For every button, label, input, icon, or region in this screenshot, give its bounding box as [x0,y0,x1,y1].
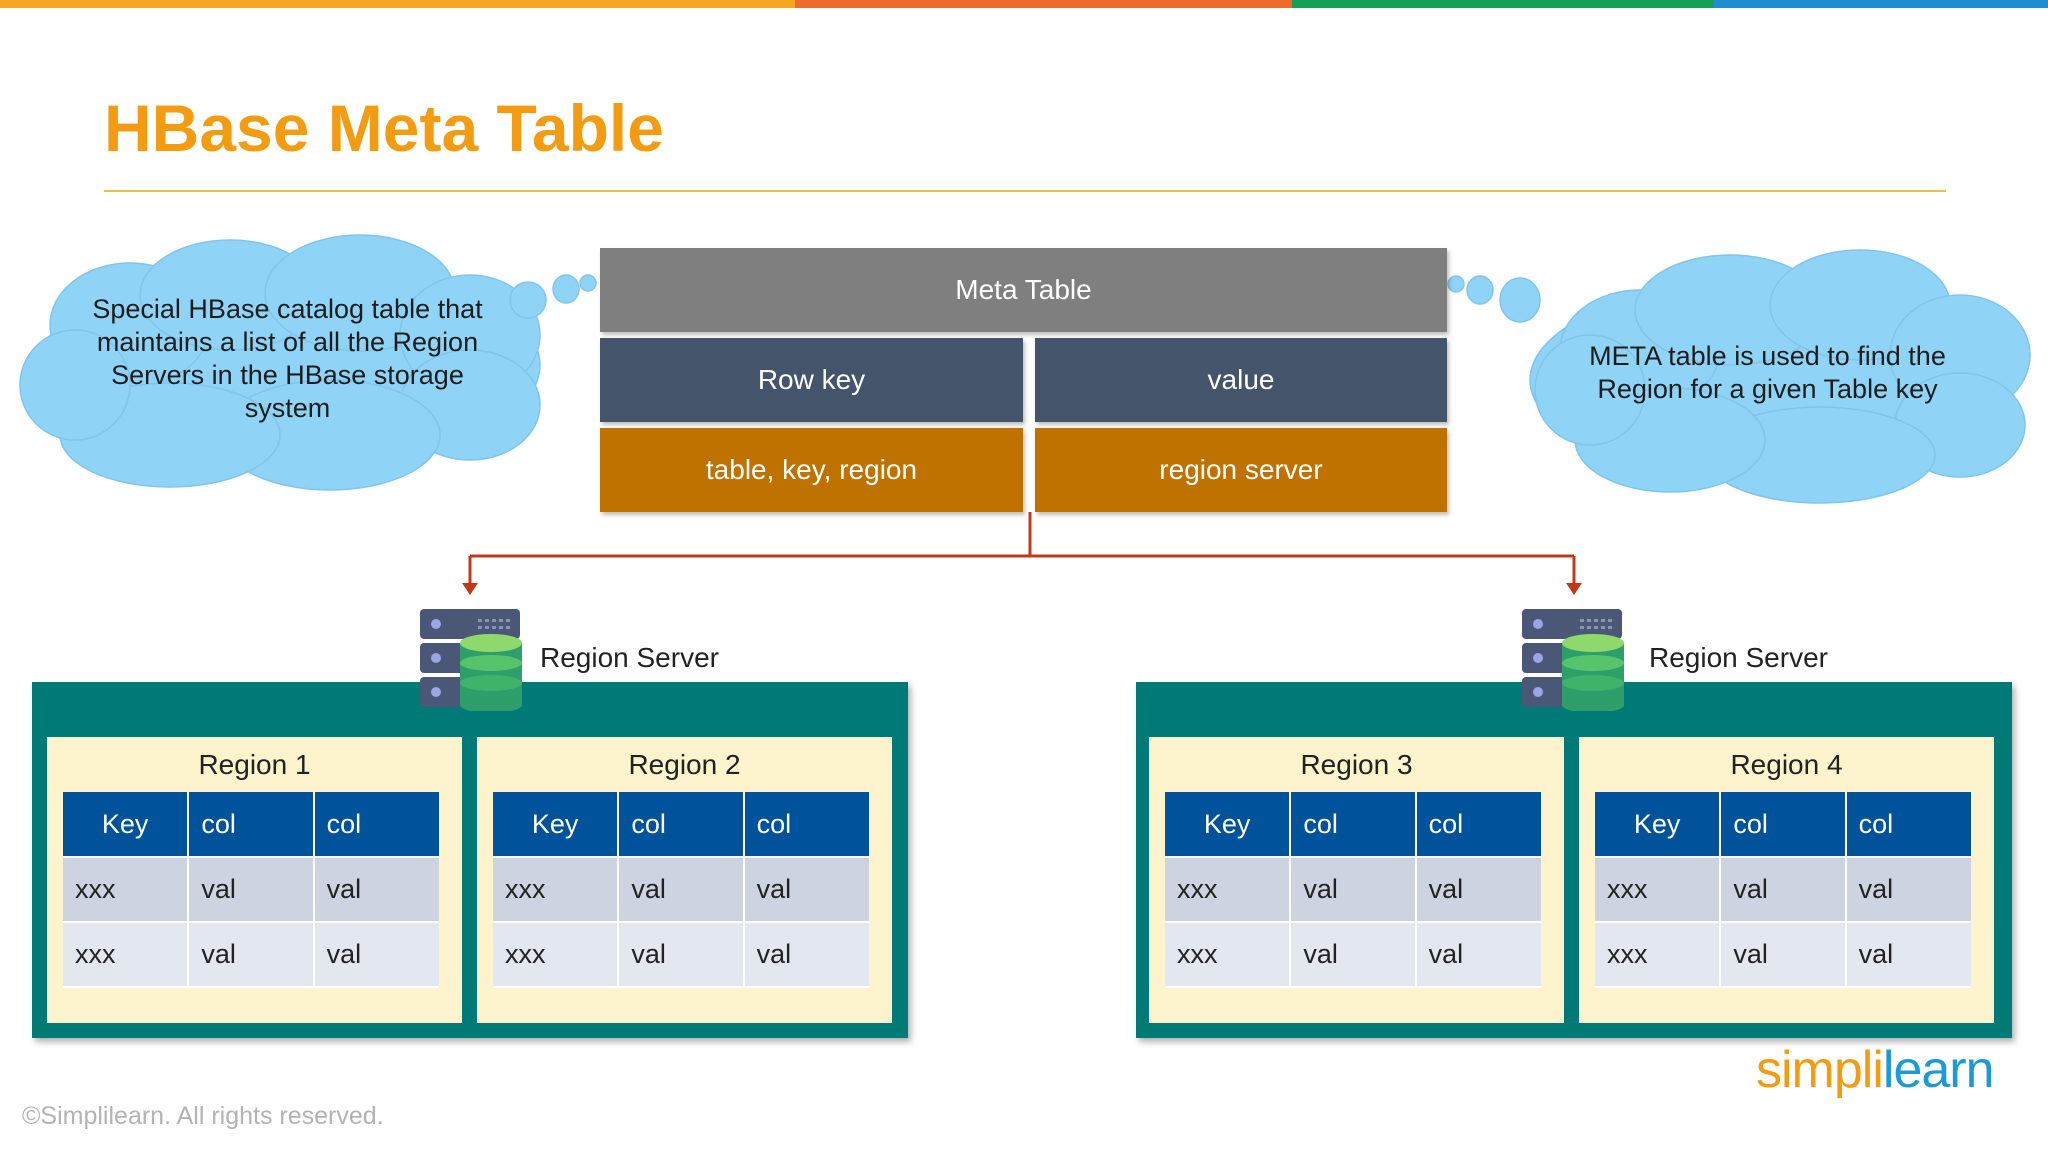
table-cell: xxx [1595,922,1722,988]
table-cell: val [1290,922,1417,988]
table-cell: val [618,857,745,923]
region-table: Key col col xxx val val xxx val val [1595,792,1971,988]
table-header-cell: Key [1165,792,1292,858]
table-header-row: Key col col [63,792,439,858]
table-row: xxx val val [1165,922,1541,988]
table-cell: val [313,857,439,923]
top-strip-red [795,0,1292,8]
logo-text-part1: simpl [1756,1041,1873,1099]
table-header-cell: Key [493,792,620,858]
title-underline [104,190,1946,192]
table-row: xxx val val [1165,857,1541,923]
table-cell: val [313,922,439,988]
table-header-cell: col [743,792,869,858]
meta-value-header: value [1035,338,1447,422]
logo-mark: i [1872,1041,1884,1099]
region-server-label-left: Region Server [540,642,719,673]
region-table: Key col col xxx val val xxx val val [63,792,439,988]
table-header-cell: col [1720,792,1847,858]
region-table: Key col col xxx val val xxx val val [1165,792,1541,988]
table-header-cell: Key [63,792,190,858]
table-cell: xxx [63,857,190,923]
table-cell: xxx [1165,922,1292,988]
table-cell: val [1720,922,1847,988]
table-header-cell: col [1845,792,1971,858]
table-cell: val [1720,857,1847,923]
table-cell: xxx [1595,857,1722,923]
right-thought-cloud [1447,249,2031,504]
server-database-icon [1522,609,1624,711]
left-cloud-text: Special HBase catalog table that maintai… [92,294,483,423]
top-strip-green [1292,0,1714,8]
table-cell: val [1415,857,1541,923]
table-header-cell: col [1290,792,1417,858]
table-header-cell: Key [1595,792,1722,858]
table-cell: val [1415,922,1541,988]
table-cell: val [743,857,869,923]
table-row: xxx val val [63,922,439,988]
table-cell: xxx [1165,857,1292,923]
table-cell: val [188,922,315,988]
table-row: xxx val val [493,857,869,923]
region-server-label-right: Region Server [1649,642,1828,673]
table-header-cell: col [188,792,315,858]
region-title: Region 4 [1730,749,1843,780]
region-table: Key col col xxx val val xxx val val [493,792,869,988]
table-header-row: Key col col [493,792,869,858]
top-strip-blue [1714,0,2048,8]
simplilearn-logo: simplilearn [1756,1040,1995,1100]
region-panel: Region 1 Key col col xxx val val xxx val… [47,737,462,1023]
table-header-row: Key col col [1595,792,1971,858]
table-row: xxx val val [1595,857,1971,923]
table-cell: val [618,922,745,988]
table-cell: xxx [493,922,620,988]
meta-table-header: Meta Table [600,248,1447,332]
region-title: Region 1 [198,749,311,780]
copyright-text: ©Simplilearn. All rights reserved. [22,1102,384,1130]
region-title: Region 2 [628,749,741,780]
top-strip-orange [0,0,795,8]
table-cell: val [743,922,869,988]
table-row: xxx val val [493,922,869,988]
meta-key-data: table, key, region [600,428,1023,512]
table-cell: val [188,857,315,923]
table-header-row: Key col col [1165,792,1541,858]
table-cell: xxx [493,857,620,923]
logo-text-part2: learn [1882,1041,1995,1099]
server-database-icon [420,609,522,711]
table-row: xxx val val [63,857,439,923]
table-cell: val [1290,857,1417,923]
meta-row-key-header: Row key [600,338,1023,422]
table-header-cell: col [1415,792,1541,858]
table-header-cell: col [313,792,439,858]
table-cell: val [1845,857,1971,923]
table-row: xxx val val [1595,922,1971,988]
table-header-cell: col [618,792,745,858]
region-title: Region 3 [1300,749,1413,780]
slide-title: HBase Meta Table [104,91,664,165]
meta-value-data: region server [1035,428,1447,512]
table-cell: val [1845,922,1971,988]
region-panel: Region 2 Key col col xxx val val xxx val… [477,737,892,1023]
left-thought-cloud [19,234,597,491]
right-cloud-text: META table is used to find the Region fo… [1589,341,1946,404]
region-panel: Region 3 Key col col xxx val val xxx val… [1149,737,1564,1023]
region-panel: Region 4 Key col col xxx val val xxx val… [1579,737,1994,1023]
table-cell: xxx [63,922,190,988]
